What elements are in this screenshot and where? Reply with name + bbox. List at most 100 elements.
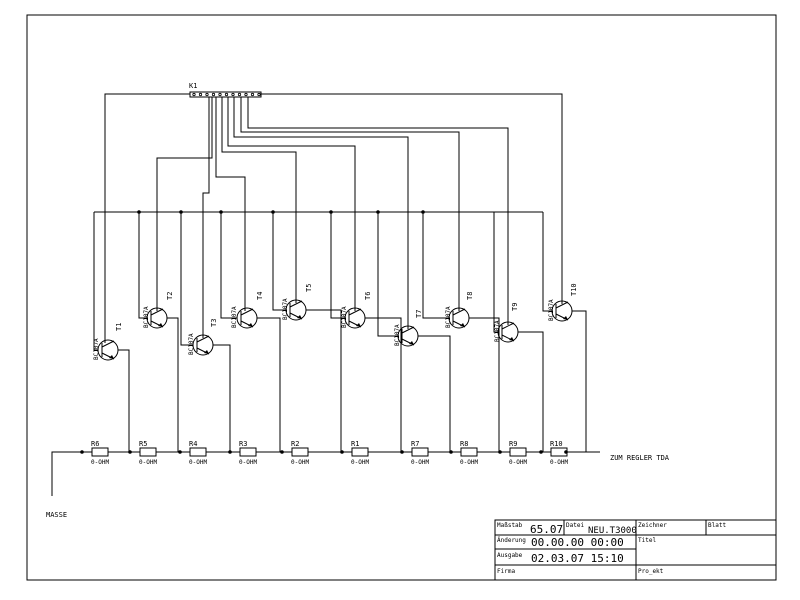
emitter-wire	[469, 317, 500, 452]
blatt-label: Blatt	[708, 522, 726, 529]
chain-junction-dot	[498, 450, 502, 454]
transistor-type: BC107A	[231, 306, 238, 328]
firma-label: Firma	[497, 568, 515, 575]
connector-pin	[218, 92, 222, 97]
transistor-collector-lead	[196, 335, 210, 343]
connector-pin	[244, 92, 248, 97]
connector-wire	[221, 97, 297, 293]
aenderung-value: 00.00.00 00:00	[531, 536, 624, 549]
resistor-body	[351, 447, 369, 457]
resistor-value: 0-OHM	[509, 459, 527, 466]
resistor-value: 0-OHM	[91, 459, 109, 466]
resistor-r2: R20-OHM	[280, 440, 309, 466]
connector-pin	[205, 92, 209, 97]
connector-wires	[104, 93, 563, 333]
collector-wire	[493, 212, 498, 333]
connector-wire	[215, 97, 246, 301]
resistor-body	[291, 447, 309, 457]
emitter-wire	[118, 349, 130, 452]
resistor-body	[509, 447, 527, 457]
connector-pin	[257, 92, 261, 97]
datei-value: NEU.T3000	[588, 526, 637, 536]
emitter-arrow	[204, 350, 209, 354]
transistor-type: BC107A	[93, 338, 100, 360]
resistor-value: 0-OHM	[460, 459, 478, 466]
collector-wire	[93, 212, 98, 351]
connector-pin	[198, 92, 203, 97]
transistor-t4: BC107A T4	[220, 212, 281, 452]
resistor-body	[411, 447, 429, 457]
emitter-arrow	[460, 323, 465, 327]
connector-wire	[240, 97, 460, 301]
connector-pin	[237, 92, 242, 97]
transistor-name: T7	[415, 310, 423, 318]
transistor-collector-lead	[501, 322, 515, 330]
resistor-body	[91, 447, 109, 457]
resistor-name: R3	[239, 440, 247, 448]
resistor-r8: R8 0-OHM	[449, 440, 478, 466]
collector-wire	[220, 212, 237, 319]
collector-wire	[180, 212, 193, 346]
emitter-wire	[213, 344, 231, 452]
connector-k1: K1	[189, 82, 262, 98]
massstab-value: 65.07	[530, 523, 563, 536]
transistor-type: BC107A	[282, 298, 289, 320]
connector-wire	[156, 97, 213, 301]
zeichner-label: Zeichner	[638, 522, 667, 529]
resistor-name: R5	[139, 440, 147, 448]
connector-wire	[104, 93, 190, 333]
emitter-arrow	[109, 355, 114, 359]
chain-junction-dot	[128, 450, 132, 454]
resistor-name: R8	[460, 440, 468, 448]
emitter-arrow	[248, 323, 253, 327]
massstab-label: Maßstab	[497, 522, 523, 529]
connector-wire	[202, 97, 210, 328]
connector-pin	[224, 92, 229, 97]
collector-wire	[542, 212, 552, 312]
transistor-collector-lead	[289, 300, 303, 308]
transistor-collector-lead	[150, 308, 164, 316]
resistor-value: 0-OHM	[239, 459, 257, 466]
transistor-type: BC107A	[548, 299, 555, 321]
resistor-body	[239, 447, 257, 457]
transistor-name: T3	[210, 319, 218, 327]
chain-junction-dot	[539, 450, 543, 454]
resistor-r9: R90-OHM	[498, 440, 527, 466]
resistor-r1: R10-OHM	[340, 440, 369, 466]
emitter-wire	[167, 317, 179, 452]
resistor-r3: R3 0-OHM	[228, 440, 257, 466]
resistor-value: 0-OHM	[189, 459, 207, 466]
resistor-value: 0-OHM	[139, 459, 157, 466]
emitter-arrow	[409, 341, 414, 345]
connector-pin	[192, 92, 196, 97]
resistor-name: R4	[189, 440, 197, 448]
resistor-value: 0-OHM	[291, 459, 309, 466]
emitter-wire	[572, 310, 587, 452]
aenderung-label: Änderung	[497, 537, 526, 544]
transistor-collector-lead	[401, 326, 415, 334]
output-label: ZUM REGLER TDA	[610, 454, 670, 462]
transistor-name: T9	[511, 303, 519, 311]
transistor-collector-lead	[240, 308, 254, 316]
resistor-body	[460, 447, 478, 457]
resistor-r7: R70-OHM	[400, 440, 429, 466]
connector-wire	[261, 93, 563, 294]
datei-label: Datei	[566, 522, 584, 529]
transistor-name: T10	[570, 283, 578, 296]
chain-junction-dot	[280, 450, 284, 454]
resistor-name: R1	[351, 440, 359, 448]
resistor-name: R10	[550, 440, 563, 448]
transistor-name: T4	[256, 292, 264, 300]
collector-wire	[330, 212, 345, 319]
projekt-label: Pro_ekt	[638, 568, 664, 575]
connector-label: K1	[189, 82, 197, 90]
chain-junction-dot	[178, 450, 182, 454]
chain-junction-dot	[400, 450, 404, 454]
collector-wire	[377, 212, 398, 337]
